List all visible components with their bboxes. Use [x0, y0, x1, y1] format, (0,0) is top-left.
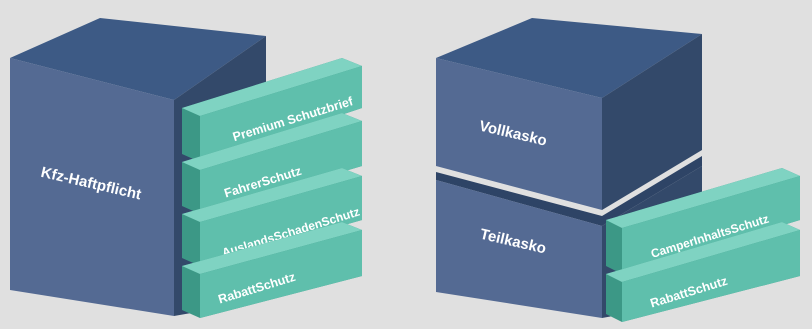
vollkasko-front: [436, 58, 602, 210]
left-module-rabattschutz: RabattSchutz: [182, 222, 362, 318]
right-module-rabattschutz: RabattSchutz: [606, 222, 800, 322]
kfz-haftpflicht-top: [10, 18, 266, 100]
kfz-haftpflicht-front: [10, 58, 174, 316]
left-module-fahrerschutz: FahrerSchutz: [182, 113, 362, 214]
vollkasko-block: Vollkasko: [436, 18, 702, 210]
vollkasko-side: [602, 34, 702, 210]
teilkasko-front: [436, 180, 602, 318]
right-module-camperinhaltsschutz: CamperInhaltsSchutz: [606, 168, 800, 274]
vollkasko-top: [436, 18, 702, 98]
teilkasko-top: [436, 156, 702, 226]
